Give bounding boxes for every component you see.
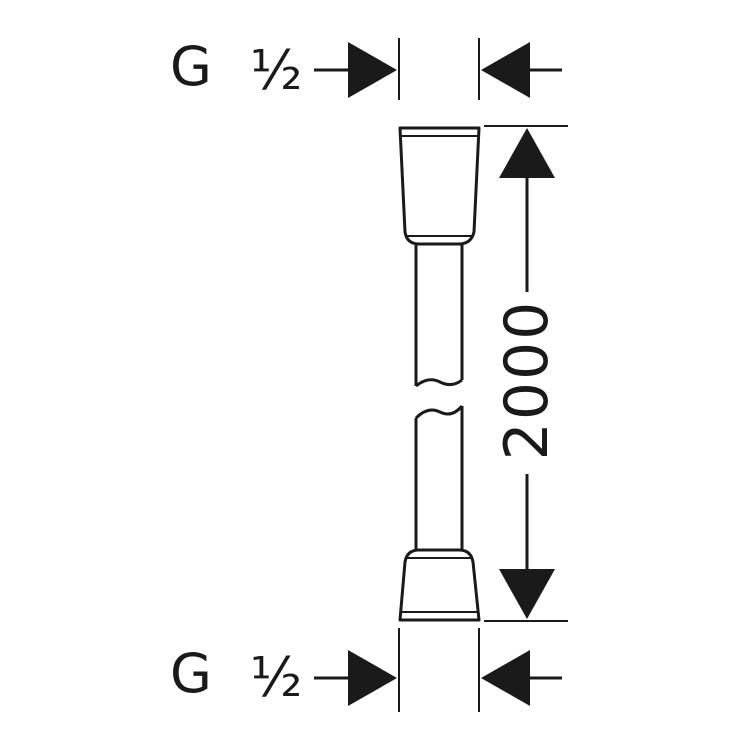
length-arrow-top-head <box>499 128 555 178</box>
lower-hose-break <box>414 405 464 420</box>
top-arrow-left-head <box>348 42 397 98</box>
length-arrow-bottom-head <box>499 569 555 619</box>
upper-hose-tube <box>414 244 464 386</box>
lower-hose-tube <box>414 406 464 550</box>
top-thread-letter: G <box>170 35 212 98</box>
bottom-arrow-left-head <box>348 650 397 706</box>
bottom-fitting <box>398 548 481 622</box>
bottom-thread-fraction: ½ <box>250 646 303 709</box>
bottom-thread-letter: G <box>170 642 212 705</box>
top-thread-fraction: ½ <box>250 39 303 102</box>
length-dimension-label: 2000 <box>492 299 562 461</box>
top-fitting <box>398 126 481 246</box>
top-arrow-right-head <box>481 42 530 98</box>
upper-hose-break <box>415 378 463 388</box>
bottom-arrow-right-head <box>481 650 530 706</box>
